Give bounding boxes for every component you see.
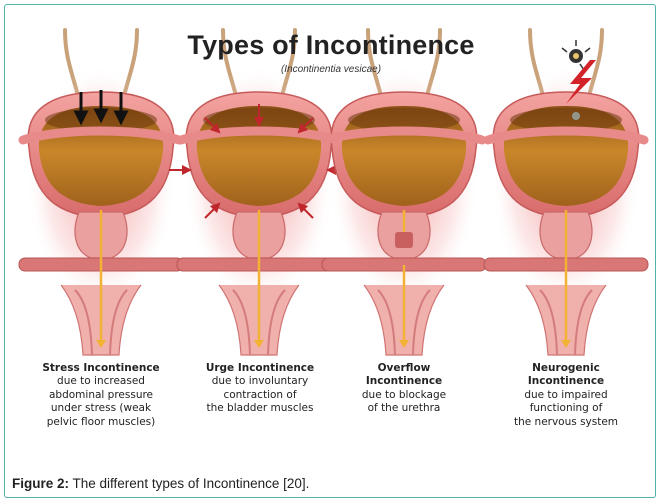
neurogenic-description: Neurogenic Incontinence due to impaired … xyxy=(486,362,646,429)
urge-line-1: due to involuntary xyxy=(180,375,340,388)
neurogenic-line-3: the nervous system xyxy=(486,416,646,429)
caption-label: Figure 2: xyxy=(12,476,69,491)
diagram-title: Types of Incontinence xyxy=(0,30,662,61)
diagram-subtitle: (Incontinentia vesicae) xyxy=(0,64,662,75)
overflow-line-1: due to blockage xyxy=(324,389,484,402)
figure-caption: Figure 2: The different types of Inconti… xyxy=(12,476,309,491)
stress-bladder xyxy=(19,30,183,355)
neurogenic-line-2: functioning of xyxy=(486,402,646,415)
urge-bladder xyxy=(169,30,349,355)
stress-line-2: abdominal pressure xyxy=(21,389,181,402)
stress-line-1: due to increased xyxy=(21,375,181,388)
overflow-heading-2: Incontinence xyxy=(324,375,484,388)
neurogenic-heading: Neurogenic xyxy=(486,362,646,375)
stress-line-4: pelvic floor muscles) xyxy=(21,416,181,429)
stress-description: Stress Incontinence due to increased abd… xyxy=(21,362,181,429)
overflow-heading: Overflow xyxy=(324,362,484,375)
neurogenic-bladder xyxy=(484,30,648,355)
neurogenic-heading-2: Incontinence xyxy=(486,375,646,388)
urge-heading: Urge Incontinence xyxy=(180,362,340,375)
urge-line-2: contraction of xyxy=(180,389,340,402)
urge-line-3: the bladder muscles xyxy=(180,402,340,415)
overflow-line-2: of the urethra xyxy=(324,402,484,415)
caption-text: The different types of Incontinence [20]… xyxy=(69,476,309,491)
overflow-bladder xyxy=(322,30,486,355)
overflow-description: Overflow Incontinence due to blockage of… xyxy=(324,362,484,416)
neurogenic-line-1: due to impaired xyxy=(486,389,646,402)
stress-heading: Stress Incontinence xyxy=(21,362,181,375)
urge-description: Urge Incontinence due to involuntary con… xyxy=(180,362,340,416)
stress-line-3: under stress (weak xyxy=(21,402,181,415)
